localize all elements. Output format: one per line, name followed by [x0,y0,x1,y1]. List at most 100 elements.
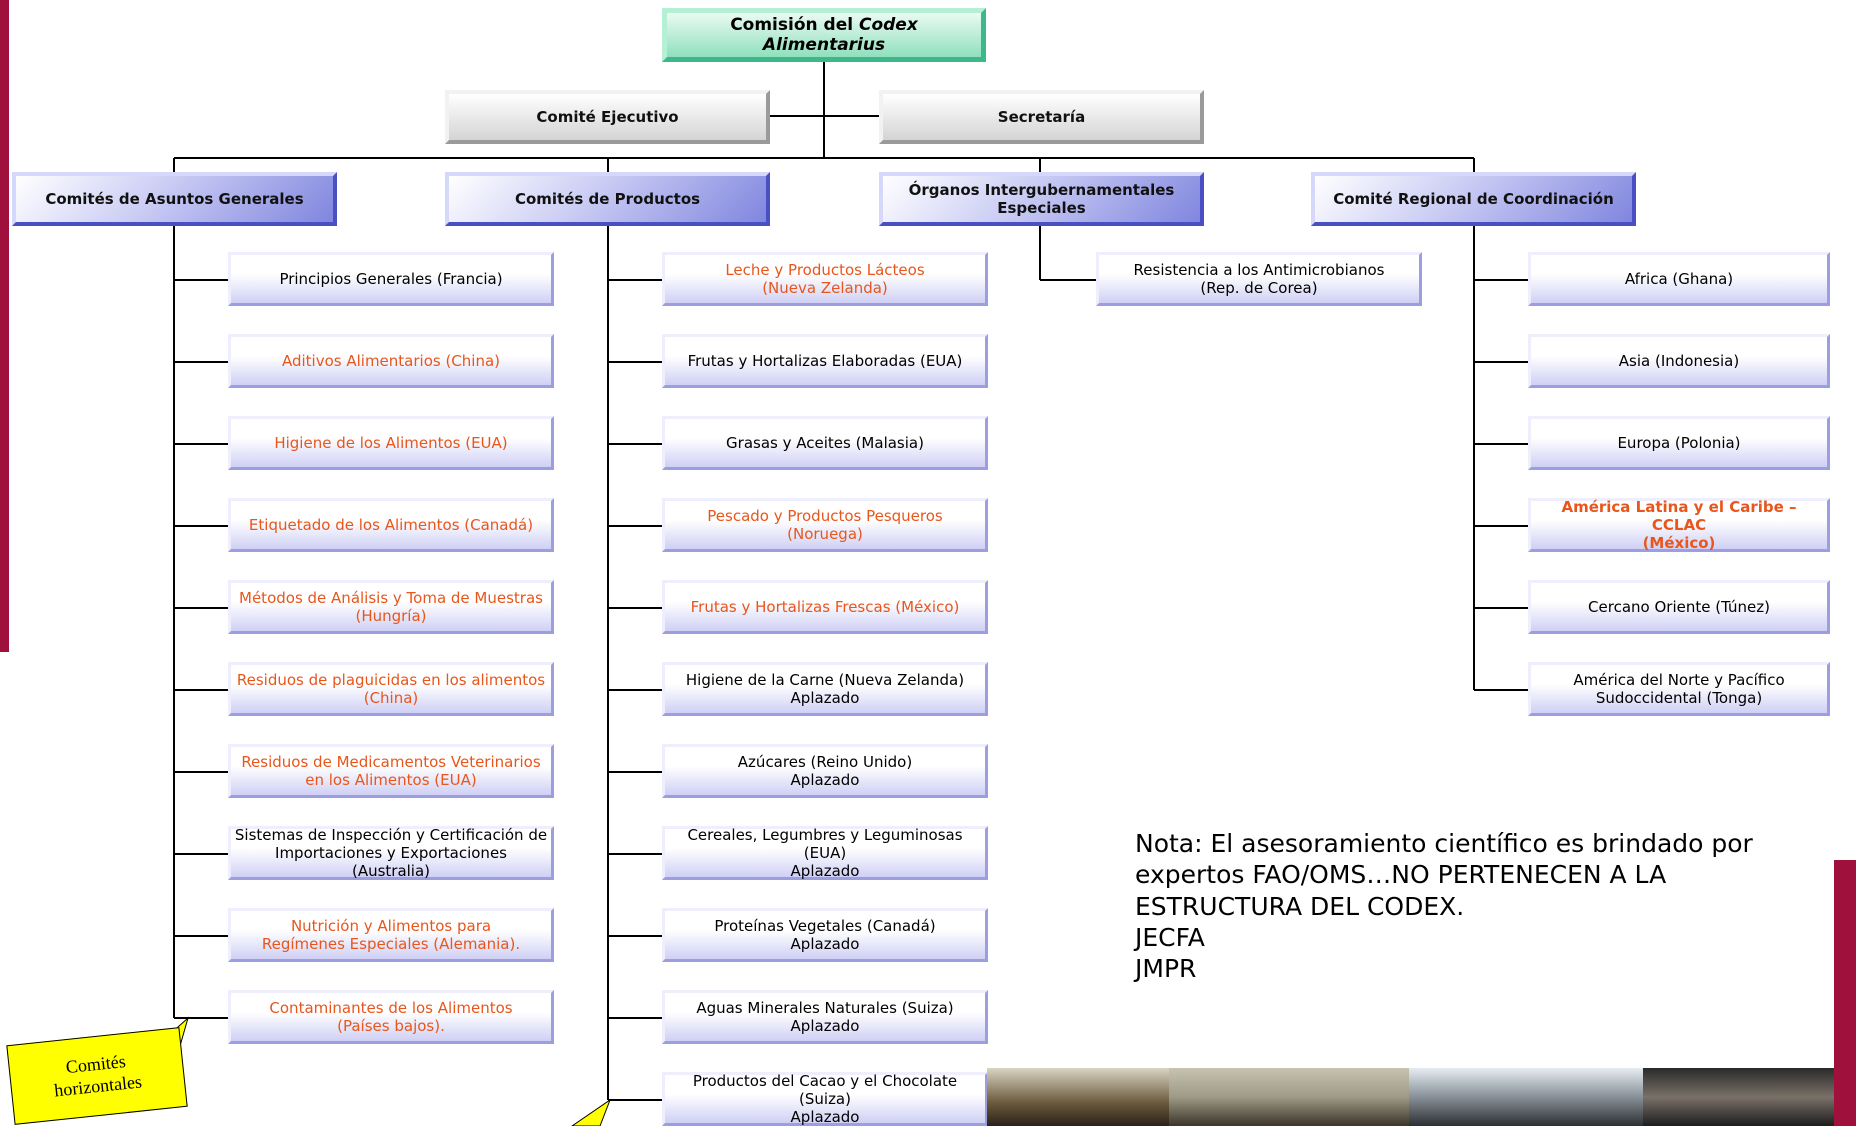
product-committee-label: Aplazado [790,689,860,707]
general-committee-box: Principios Generales (Francia) [228,252,554,306]
regional-committee-label: (México) [1642,534,1716,552]
product-committee-box: Azúcares (Reino Unido)Aplazado [662,744,988,798]
product-committee-label: Aplazado [790,1108,860,1126]
product-committee-label: Cereales, Legumbres y Leguminosas (EUA) [687,826,963,862]
regional-committee-box: Africa (Ghana) [1528,252,1830,306]
photo-strip [987,1068,1834,1126]
product-committee-label: Aguas Minerales Naturales (Suiza) [696,999,954,1017]
regional-committee-box: Asia (Indonesia) [1528,334,1830,388]
general-committees-header: Comités de Asuntos Generales [12,172,337,226]
product-committee-label: Aplazado [790,862,860,880]
general-committee-label: Métodos de Análisis y Toma de Muestras [239,589,543,607]
product-committee-label: Aplazado [790,935,860,953]
note-line-3: ESTRUCTURA DEL CODEX. [1135,891,1465,921]
general-committee-box: Sistemas de Inspección y Certificación d… [228,826,554,880]
intergov-bodies-header: Órganos Intergubernamentales Especiales [879,172,1204,226]
product-committee-box: Leche y Productos Lácteos(Nueva Zelanda) [662,252,988,306]
regional-committee-box: Europa (Polonia) [1528,416,1830,470]
general-committee-box: Métodos de Análisis y Toma de Muestras(H… [228,580,554,634]
photo-worker-image [987,1068,1169,1126]
intergov-title-line-2: Especiales [997,199,1086,217]
horizontal-committees-callout: Comités horizontales [6,1027,188,1125]
regional-committee-label: Sudoccidental (Tonga) [1595,689,1763,707]
regional-committee-header: Comité Regional de Coordinación [1311,172,1636,226]
right-accent-bar [1834,860,1856,1126]
regional-committee-label: América del Norte y Pacífico [1573,671,1785,689]
general-committee-label: Importaciones y Exportaciones (Australia… [275,844,507,880]
general-committee-box: Contaminantes de los Alimentos(Países ba… [228,990,554,1044]
general-committee-label: Higiene de los Alimentos (EUA) [274,434,508,452]
secretariat-label: Secretaría [997,108,1086,126]
product-committees-header: Comités de Productos [445,172,770,226]
product-committee-box: Higiene de la Carne (Nueva Zelanda)Aplaz… [662,662,988,716]
product-committee-label: Pescado y Productos Pesqueros (Noruega) [707,507,943,543]
general-committee-box: Residuos de plaguicidas en los alimentos… [228,662,554,716]
intergov-body-label: (Rep. de Corea) [1200,279,1318,297]
product-committee-label: Frutas y Hortalizas Elaboradas (EUA) [687,352,963,370]
general-committee-label: (China) [363,689,419,707]
product-committee-label: Proteínas Vegetales (Canadá) [714,917,936,935]
regional-committee-box: Cercano Oriente (Túnez) [1528,580,1830,634]
codex-commission-italic: Codex Alimentarius [762,14,918,55]
product-committee-label: Azúcares (Reino Unido) [737,753,913,771]
general-committee-label: Contaminantes de los Alimentos [269,999,513,1017]
regional-committee-label: Cercano Oriente (Túnez) [1588,598,1770,616]
secretariat-box: Secretaría [879,90,1204,144]
general-committee-label: Sistemas de Inspección y Certificación d… [234,826,548,844]
product-committee-box: Proteínas Vegetales (Canadá)Aplazado [662,908,988,962]
product-committee-label: Grasas y Aceites (Malasia) [726,434,924,452]
product-committee-label: Leche y Productos Lácteos [725,261,925,279]
general-committee-label: Nutrición y Alimentos para [290,917,492,935]
general-committee-label: Residuos de Medicamentos Veterinarios [241,753,541,771]
product-committee-label: Higiene de la Carne (Nueva Zelanda) [685,671,965,689]
product-committee-box: Frutas y Hortalizas Frescas (México) [662,580,988,634]
intergov-title-line-1: Órganos Intergubernamentales [908,181,1175,199]
product-committee-label: Frutas y Hortalizas Frescas (México) [690,598,960,616]
note-line-1: Nota: El asesoramiento científico es bri… [1135,829,1753,858]
product-committee-box: Aguas Minerales Naturales (Suiza)Aplazad… [662,990,988,1044]
regional-committee-title: Comité Regional de Coordinación [1333,190,1614,208]
general-committee-box: Etiquetado de los Alimentos (Canadá) [228,498,554,552]
product-committee-box: Cereales, Legumbres y Leguminosas (EUA)A… [662,826,988,880]
intergov-body-box: Resistencia a los Antimicrobianos(Rep. d… [1096,252,1422,306]
codex-commission-box: Comisión del Codex Alimentarius [662,8,986,62]
note-line-4: JECFA [1135,922,1205,952]
general-committee-box: Higiene de los Alimentos (EUA) [228,416,554,470]
general-committee-label: Regímenes Especiales (Alemania). [261,935,521,953]
regional-committee-label: Europa (Polonia) [1617,434,1741,452]
executive-committee-label: Comité Ejecutivo [536,108,679,126]
scientific-advice-note: Nota: El asesoramiento científico es bri… [1135,828,1795,984]
general-committee-label: Aditivos Alimentarios (China) [281,352,501,370]
product-committee-label: Productos del Cacao y el Chocolate (Suiz… [692,1072,958,1108]
regional-committee-label: América Latina y el Caribe – CCLAC [1561,498,1797,534]
product-committee-box: Pescado y Productos Pesqueros (Noruega) [662,498,988,552]
product-committee-label: (Nueva Zelanda) [762,279,888,297]
executive-committee-box: Comité Ejecutivo [445,90,770,144]
regional-committee-label: Asia (Indonesia) [1618,352,1740,370]
photo-field-image [1169,1068,1409,1126]
general-committee-box: Aditivos Alimentarios (China) [228,334,554,388]
general-committee-label: (Hungría) [355,607,427,625]
product-committee-box: Productos del Cacao y el Chocolate (Suiz… [662,1072,988,1126]
note-line-5: JMPR [1135,954,1197,983]
product-committee-label: Aplazado [790,1017,860,1035]
general-committee-label: (Países bajos). [337,1017,445,1035]
general-committee-label: Etiquetado de los Alimentos (Canadá) [248,516,534,534]
product-committee-box: Frutas y Hortalizas Elaboradas (EUA) [662,334,988,388]
product-committee-label: Aplazado [790,771,860,789]
photo-ship-image [1409,1068,1643,1126]
general-committee-label: Residuos de plaguicidas en los alimentos [236,671,546,689]
regional-committee-label: Africa (Ghana) [1624,270,1734,288]
product-committee-box: Grasas y Aceites (Malasia) [662,416,988,470]
note-line-2: expertos FAO/OMS…NO PERTENECEN A LA [1135,860,1667,890]
general-committee-label: en los Alimentos (EUA) [305,771,477,789]
product-committees-title: Comités de Productos [514,190,701,208]
general-committee-label: Principios Generales (Francia) [279,270,503,288]
regional-committee-box: América Latina y el Caribe – CCLAC(Méxic… [1528,498,1830,552]
left-accent-bar [0,0,9,652]
photo-lab-image [1643,1068,1834,1126]
codex-commission-title: Comisión del [730,14,854,35]
